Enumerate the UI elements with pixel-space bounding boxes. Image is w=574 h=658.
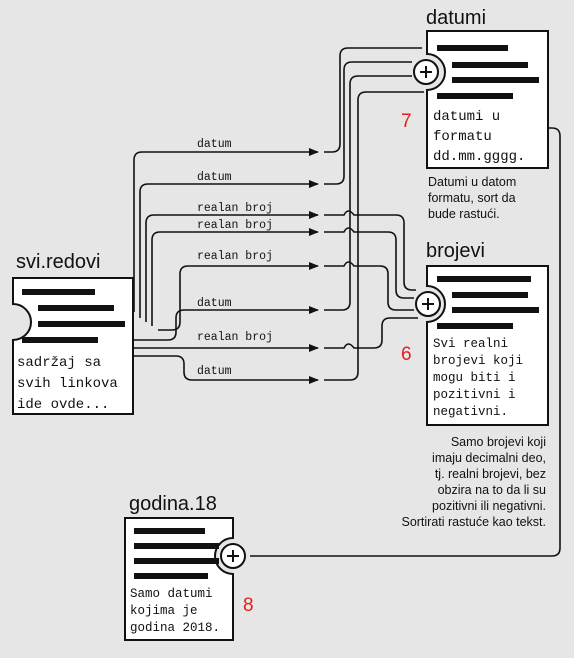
link-label: datum [197, 297, 232, 310]
node-description-line: godina 2018. [130, 621, 220, 635]
node-card [426, 265, 549, 426]
node-description-line: negativni. [433, 405, 508, 419]
link-realan-broj-1 [145, 211, 319, 322]
node-description-line: sadržaj sa [17, 355, 101, 371]
node-card [426, 30, 549, 169]
node-title: svi.redovi [16, 251, 100, 273]
node-note-line: imaju decimalni deo, [432, 451, 546, 465]
node-description-line: dd.mm.gggg. [433, 149, 525, 165]
node-description-line: Svi realni [433, 337, 508, 351]
node-title: datumi [426, 7, 486, 29]
route-to-brojevi [324, 210, 416, 291]
content-line [134, 543, 219, 549]
route-to-datumi [324, 47, 422, 153]
link-datum-2 [139, 180, 319, 318]
content-line [134, 528, 205, 534]
node-number: 6 [401, 344, 412, 365]
node-number: 8 [243, 595, 254, 616]
node-note-line: Sortirati rastuće kao tekst. [401, 515, 546, 529]
node-description-line: datumi u [433, 109, 500, 125]
content-line [452, 292, 528, 298]
node-note-line: obzira na to da li su [438, 483, 546, 497]
link-label: datum [197, 365, 232, 378]
link-label: realan broj [197, 219, 273, 232]
route-to-datumi [324, 91, 424, 381]
link-label: datum [197, 171, 232, 184]
link-label: datum [197, 138, 232, 151]
node-note-line: pozitivni ili negativni. [432, 499, 546, 513]
node-description-line: svih linkova [17, 376, 118, 392]
route-to-datumi [324, 61, 412, 185]
content-line [22, 337, 98, 343]
plus-circle-icon[interactable] [220, 543, 246, 569]
datumi-node[interactable]: datumi datumi u formatu dd.mm.gggg. 7 Da… [401, 7, 549, 221]
content-line [452, 77, 539, 83]
route-datumi-to-godina [250, 127, 561, 557]
content-line [437, 93, 513, 99]
node-title: brojevi [426, 240, 485, 262]
node-description-line: pozitivni i [433, 388, 516, 402]
node-description-line: kojima je [130, 604, 198, 618]
content-line [452, 307, 539, 313]
link-realan-broj-2 [151, 228, 319, 326]
content-line [22, 289, 95, 295]
route-to-brojevi [324, 227, 414, 299]
link-datum-4 [134, 355, 319, 384]
node-note-line: tj. realni brojevi, bez [435, 467, 546, 481]
route-to-brojevi [324, 317, 418, 349]
plus-circle-icon[interactable] [415, 291, 441, 317]
route-to-brojevi [324, 261, 414, 311]
node-description-line: mogu biti i [433, 371, 516, 385]
node-title: godina.18 [129, 493, 217, 515]
node-description-line: formatu [433, 129, 492, 145]
content-line [134, 573, 208, 579]
route-to-datumi [324, 75, 412, 311]
node-note-line: bude rastući. [428, 207, 500, 221]
node-description-line: brojevi koji [433, 354, 523, 368]
content-line [437, 276, 531, 282]
link-label: realan broj [197, 202, 273, 215]
node-note-line: Datumi u datom [428, 175, 516, 189]
content-line [38, 321, 125, 327]
content-line [437, 323, 513, 329]
content-line [452, 62, 528, 68]
link-realan-broj-3 [158, 262, 319, 331]
plus-circle-icon[interactable] [413, 59, 439, 85]
link-label: realan broj [197, 250, 273, 263]
link-datum-1 [133, 148, 319, 312]
link-wires [133, 148, 319, 384]
node-note-line: Samo brojevi koji [451, 435, 546, 449]
node-description-line: ide ovde... [17, 397, 109, 413]
content-line [38, 305, 114, 311]
link-labels: datum datum realan broj realan broj real… [197, 138, 273, 378]
brojevi-node[interactable]: brojevi Svi realni brojevi koji mogu bit… [401, 240, 549, 529]
content-line [134, 558, 219, 564]
routing-wires [250, 47, 561, 557]
node-number: 7 [401, 111, 412, 132]
content-line [437, 45, 508, 51]
link-datum-3 [134, 306, 319, 341]
node-note-line: formatu, sort da [428, 191, 516, 205]
godina-node[interactable]: godina.18 Samo datumi kojima je godina 2… [124, 493, 254, 641]
source-node[interactable]: svi.redovi sadržaj sa svih linkova ide o… [12, 251, 134, 415]
node-card [12, 277, 134, 415]
node-description-line: Samo datumi [130, 587, 213, 601]
link-label: realan broj [197, 331, 273, 344]
